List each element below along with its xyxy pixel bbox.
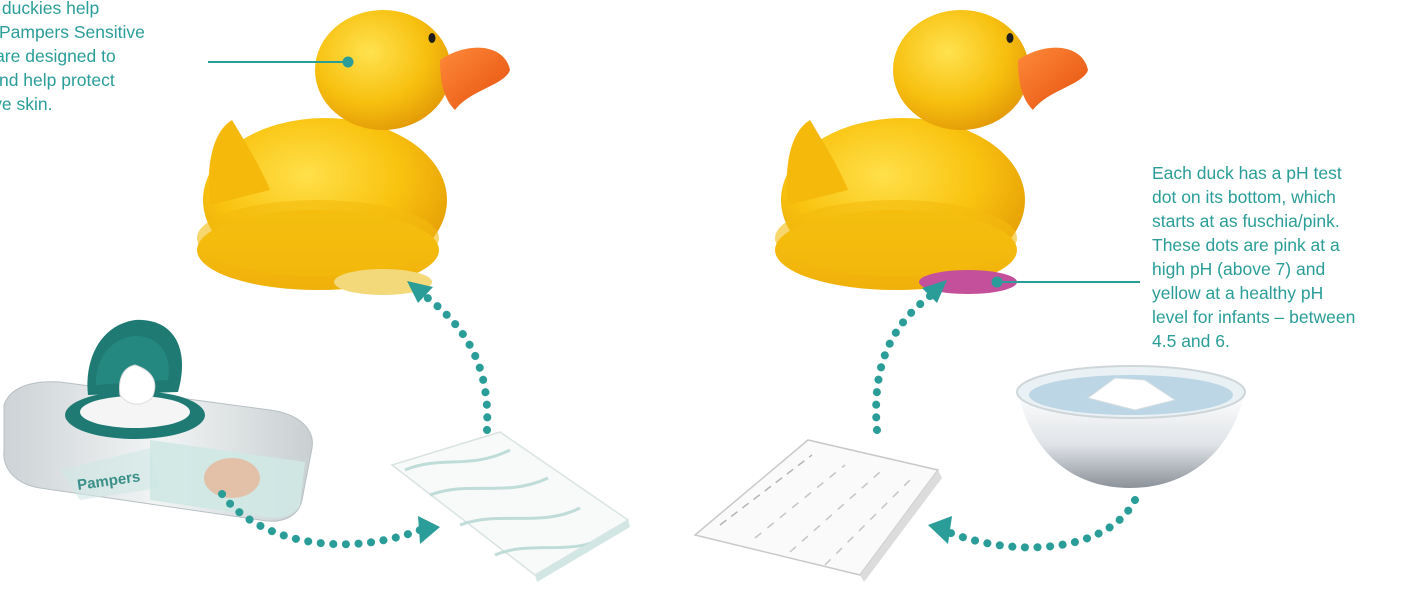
left-caption-line: pH and help protect [0, 68, 252, 92]
right-cloth-icon [695, 440, 942, 582]
arrow-wipe-to-duck [425, 296, 487, 430]
left-caption-line: bber duckies help [0, 0, 252, 20]
right-caption-line: level for infants – between [1152, 305, 1414, 329]
right-caption-line: Each duck has a pH test [1152, 161, 1414, 185]
left-caption-line: nsitive skin. [0, 92, 252, 116]
arrow-head-bowl-to-cloth [928, 516, 952, 544]
right-caption-line: 4.5 and 6. [1152, 329, 1414, 353]
left-caption: bber duckies help how Pampers Sensitive … [0, 0, 252, 116]
right-caption-line: starts at as fuschia/pink. [1152, 209, 1414, 233]
arrow-head-pack-to-wipe [418, 516, 440, 544]
right-duck-icon [775, 10, 1088, 294]
water-bowl-icon [1017, 366, 1245, 488]
left-caption-line: bes are designed to [0, 44, 252, 68]
right-caption-line: yellow at a healthy pH [1152, 281, 1414, 305]
right-caption-line: high pH (above 7) and [1152, 257, 1414, 281]
left-caption-line: how Pampers Sensitive [0, 20, 252, 44]
right-caption-line: dot on its bottom, which [1152, 185, 1414, 209]
dotted-arrows [222, 280, 1135, 547]
arrow-cloth-to-duck [876, 296, 930, 430]
left-wipe-icon [392, 432, 630, 582]
right-caption-line: These dots are pink at a [1152, 233, 1414, 257]
arrow-bowl-to-cloth [948, 500, 1135, 547]
wipes-package-icon: Pampers [4, 320, 313, 521]
right-caption: Each duck has a pH test dot on its botto… [1152, 161, 1414, 353]
